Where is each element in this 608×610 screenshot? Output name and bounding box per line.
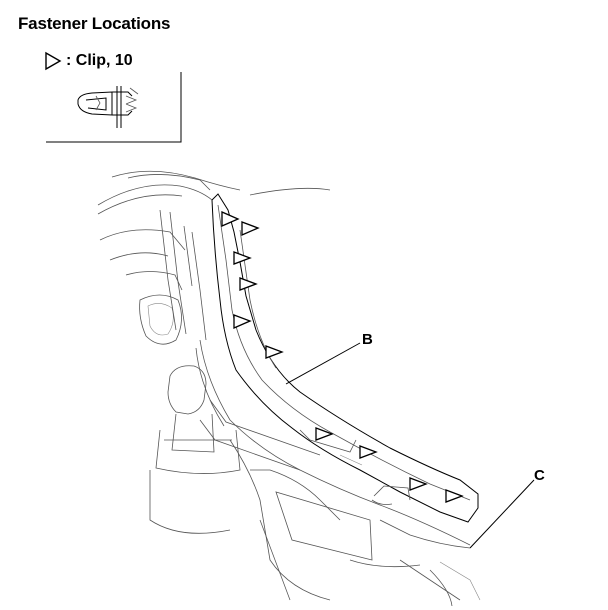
page-title: Fastener Locations [18, 14, 171, 33]
clip-triangle-icon [315, 427, 334, 441]
legend-label: : Clip, 10 [66, 52, 133, 69]
gear-shift-outline [149, 365, 241, 534]
clip-triangle-icon [359, 445, 378, 459]
leader-line-c [469, 479, 535, 549]
clip-triangle-icon [221, 211, 240, 227]
callout-b: B [362, 331, 373, 348]
clip-triangle-icon [409, 477, 428, 491]
legend: : Clip, 10 [44, 50, 133, 72]
clip-detail-icon [77, 86, 139, 128]
center-console-outline [199, 399, 481, 607]
clip-triangle-icon [241, 221, 260, 236]
clip-triangle-icon [233, 251, 252, 265]
garnish-part-b [211, 193, 479, 523]
leader-line-b [285, 342, 361, 385]
clip-triangle-icon [265, 345, 284, 359]
console-trim-c [195, 339, 471, 546]
clip-detail-inset [46, 72, 182, 143]
clip-markers [221, 211, 464, 503]
clip-triangle-icon [239, 277, 258, 291]
clip-triangle-icon [233, 314, 252, 329]
clip-triangle-icon [445, 489, 464, 503]
clip-triangle-icon [45, 51, 62, 71]
dashboard-outline [97, 170, 331, 345]
callout-c: C [534, 467, 545, 484]
